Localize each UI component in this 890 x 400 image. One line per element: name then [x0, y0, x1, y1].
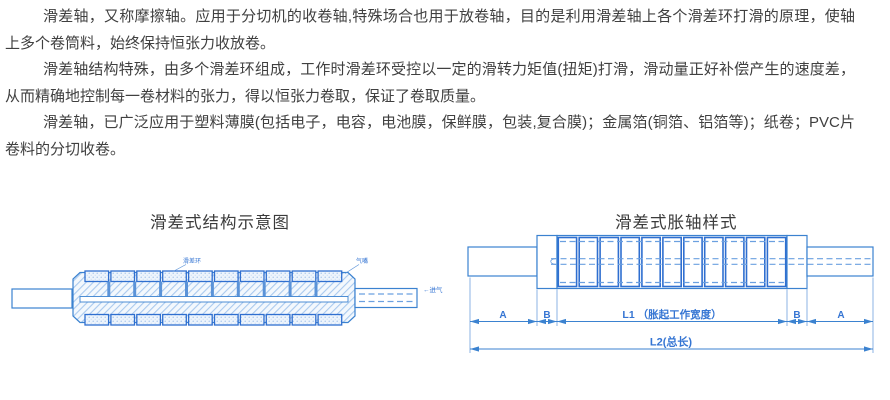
right-flange	[786, 234, 808, 290]
callout-labels: 滑差环 气嘴 ←进气	[172, 257, 443, 294]
dim-label-b-right: B	[793, 310, 800, 321]
paragraph-intro: 滑差轴，又称摩擦轴。应用于分切机的收卷轴,特殊场合也用于放卷轴，目的是利用滑差轴…	[5, 8, 855, 52]
leader-line-air-nozzle	[344, 264, 360, 274]
slip-rings-top-row	[84, 270, 343, 283]
left-journal	[467, 246, 538, 277]
figure-left-slip-structure-diagram: 滑差环 气嘴 ←进气	[11, 257, 443, 326]
figure-right-title: 滑差式胀轴样式	[615, 213, 738, 232]
right-shaft-stub	[354, 287, 418, 309]
paragraph-applications: 滑差轴，已广泛应用于塑料薄膜(包括电子，电容，电池膜，保鲜膜，包装,复合膜)；金…	[5, 114, 855, 158]
air-nozzle-label: 气嘴	[356, 257, 368, 265]
figure-left-title: 滑差式结构示意图	[150, 213, 290, 232]
ring-divider-pins	[107, 281, 318, 297]
paragraph-structure: 滑差轴结构特殊，由多个滑差环组成，工作时滑差环受控以一定的滑转力矩值(扭矩)打滑…	[5, 61, 855, 105]
bore-left-cap	[550, 258, 557, 265]
dimension-line-1: A B L1 （胀起工作宽度） B A	[470, 308, 873, 325]
air-inlet-label: ←进气	[423, 285, 443, 294]
dim-label-b-left: B	[543, 310, 550, 321]
article-text: 滑差轴，又称摩擦轴。应用于分切机的收卷轴,特殊场合也用于放卷轴，目的是利用滑差轴…	[5, 4, 855, 163]
witness-lines	[469, 277, 874, 353]
expansion-rings	[557, 236, 787, 288]
central-air-slot	[79, 296, 349, 303]
dim-label-l2: L2(总长)	[650, 335, 692, 349]
dim-label-a-left: A	[499, 310, 506, 321]
slip-rings-bottom-row	[84, 313, 343, 326]
bore-dashes	[550, 240, 871, 284]
dim-label-l1: L1 （胀起工作宽度）	[622, 308, 721, 321]
left-flange	[536, 234, 558, 290]
dimension-line-2: L2(总长)	[470, 335, 873, 352]
slip-ring-label: 滑差环	[183, 257, 201, 265]
left-shaft-stub	[11, 288, 73, 309]
right-journal	[806, 246, 874, 277]
leader-line-slip-ring	[172, 264, 187, 272]
figure-right-expansion-shaft-diagram: A B L1 （胀起工作宽度） B A L2(总长)	[467, 234, 874, 353]
dim-label-a-right: A	[837, 310, 844, 321]
ring-section-body	[556, 234, 788, 290]
